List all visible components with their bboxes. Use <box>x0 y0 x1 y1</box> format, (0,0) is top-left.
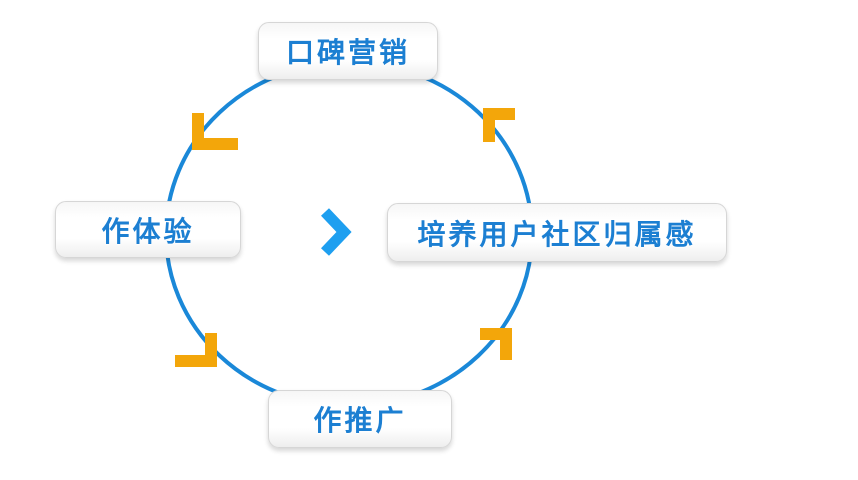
node-word-of-mouth-marketing: 口碑营销 <box>258 22 438 80</box>
flow-arrow-lower-right-icon <box>480 328 512 360</box>
flow-arrow-upper-right-icon <box>483 108 515 142</box>
node-label: 培养用户社区归属感 <box>417 217 697 251</box>
node-label: 作推广 <box>313 404 407 437</box>
node-label: 口碑营销 <box>285 36 410 69</box>
chevron-right-icon <box>321 208 352 256</box>
node-do-promotion: 作推广 <box>268 390 452 448</box>
node-label: 作体验 <box>101 214 195 248</box>
node-cultivate-community-belonging: 培养用户社区归属感 <box>387 203 727 262</box>
flow-arrow-upper-left-icon <box>192 113 238 150</box>
flow-arrow-lower-left-icon <box>175 333 217 367</box>
node-build-experience: 作体验 <box>55 201 241 258</box>
